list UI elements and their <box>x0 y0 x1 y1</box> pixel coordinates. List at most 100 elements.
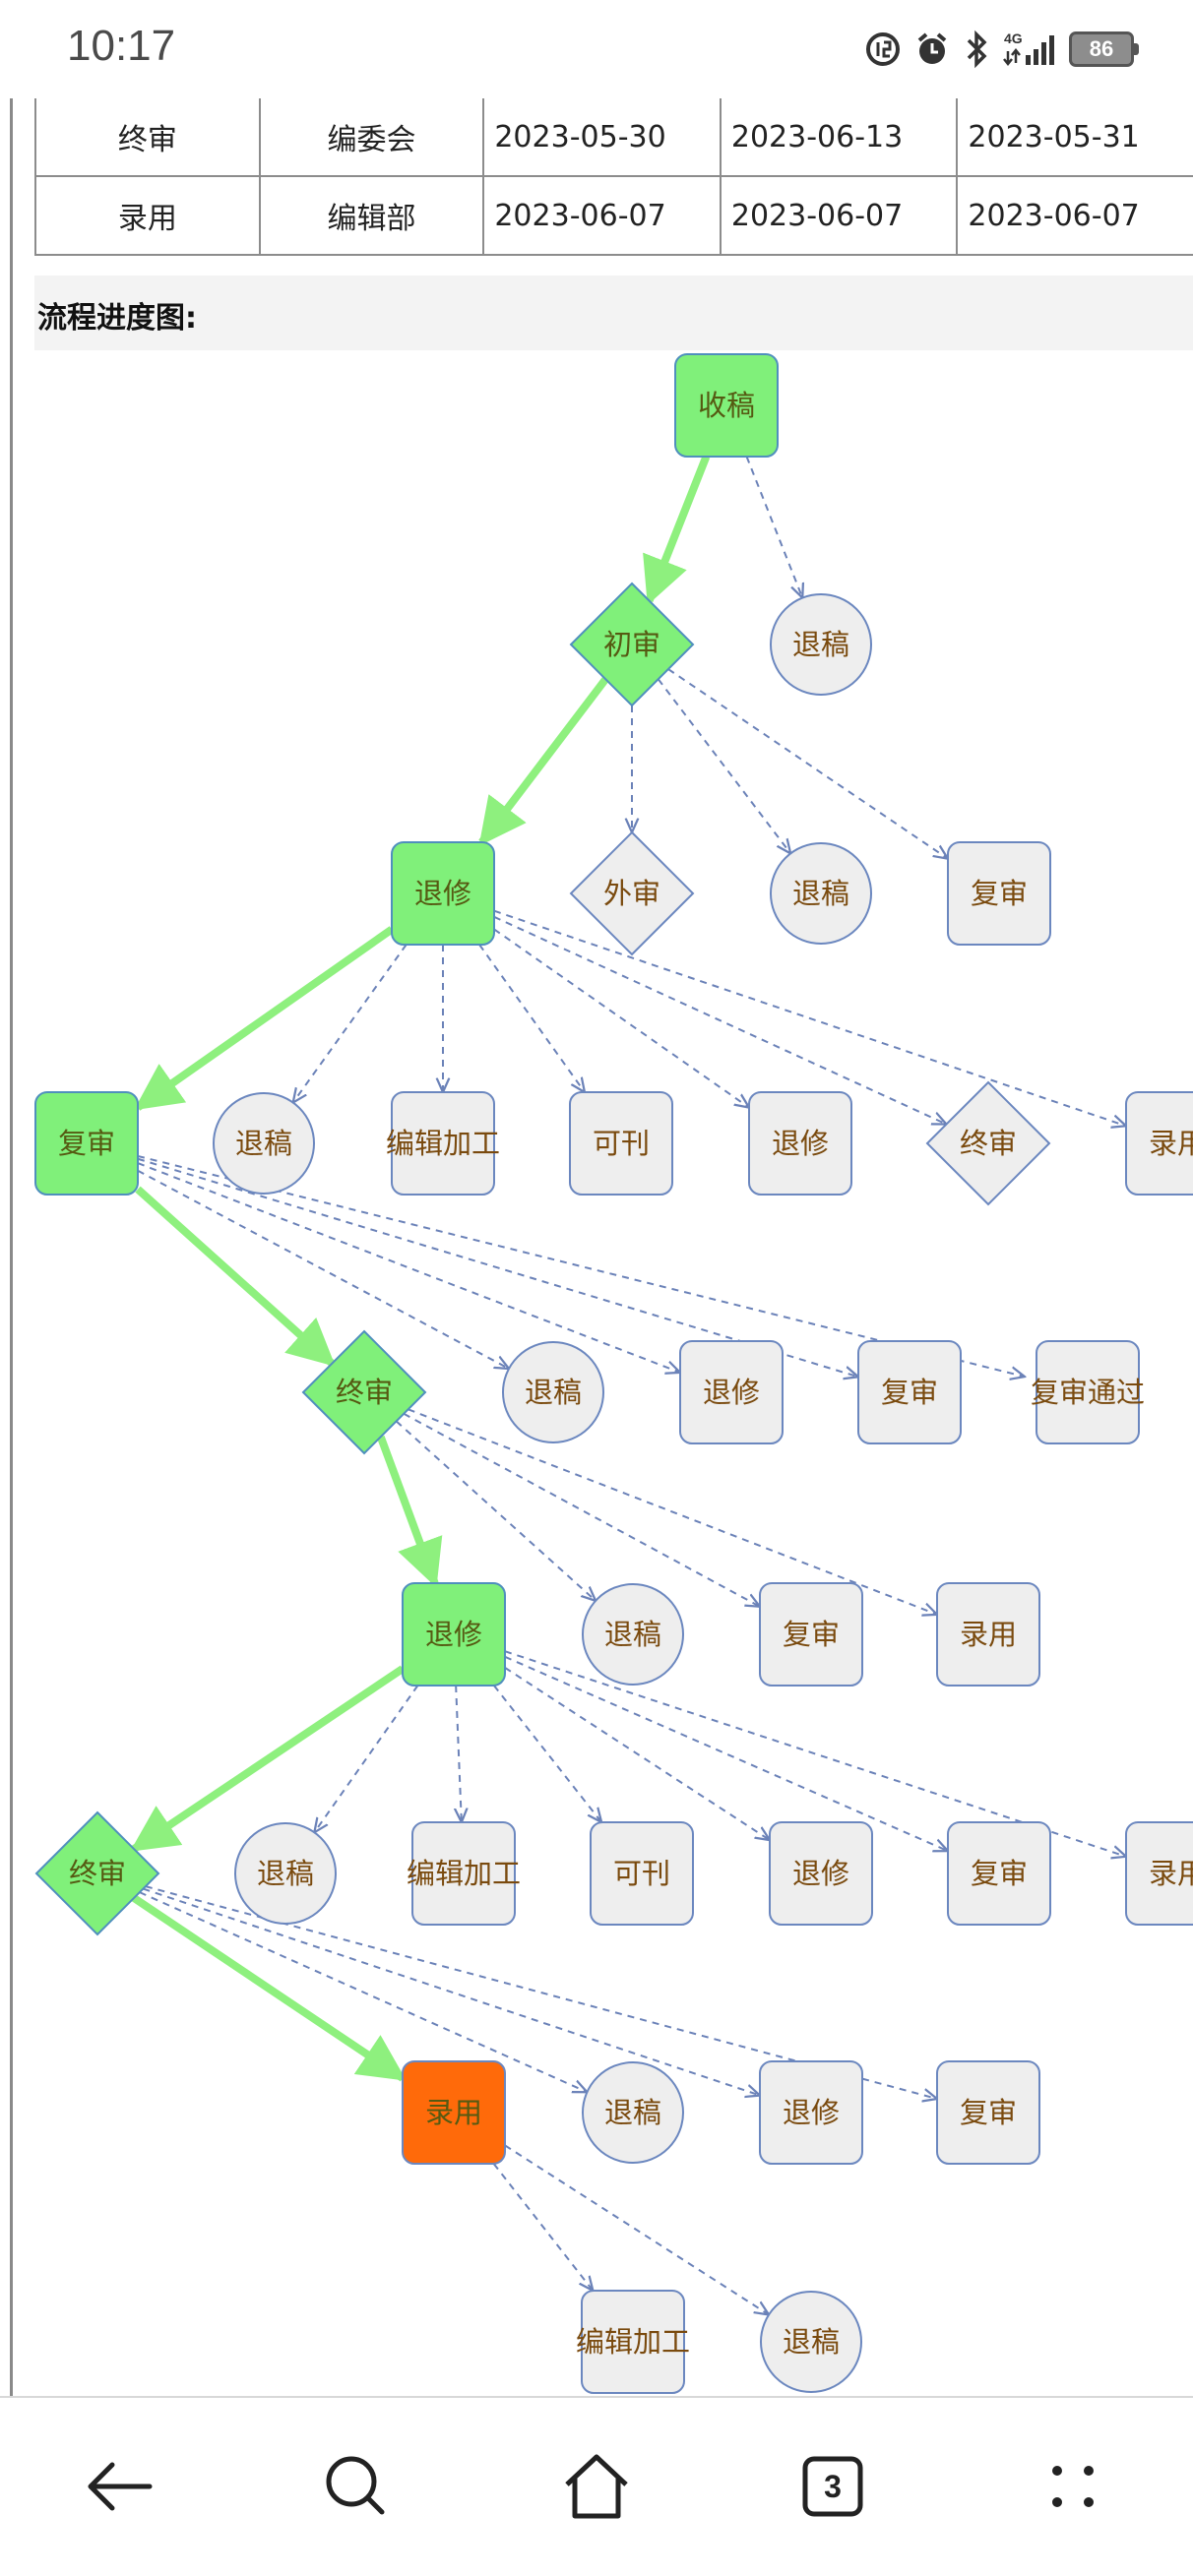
flow-node-label: 编辑加工 <box>576 2325 690 2359</box>
flow-path-edge <box>131 1894 407 2082</box>
flow-node-n8[interactable]: 复审 <box>34 1091 139 1196</box>
flow-node-n21[interactable]: 退稿 <box>582 1583 684 1686</box>
flow-node-shape <box>748 1091 852 1196</box>
table-row: 录用 编辑部 2023-06-07 2023-06-07 2023-06-07 <box>34 176 1193 256</box>
flow-node-label: 终审 <box>69 1857 126 1890</box>
data-saver-icon <box>866 32 900 66</box>
flow-node-n12[interactable]: 退修 <box>748 1091 852 1196</box>
flow-section-header: 流程进度图: <box>34 276 1193 350</box>
back-button[interactable] <box>69 2437 167 2536</box>
table-cell: 编委会 <box>258 98 484 177</box>
flow-node-label: 退稿 <box>792 628 849 661</box>
flow-node-shape <box>936 1582 1040 1687</box>
flow-node-n1[interactable]: 收稿 <box>674 353 779 458</box>
more-dots-icon <box>1052 2466 1094 2507</box>
flow-node-n22[interactable]: 复审 <box>759 1582 863 1687</box>
flow-node-shape <box>760 2291 862 2393</box>
flow-path-edge <box>135 1186 336 1367</box>
menu-button[interactable] <box>1024 2437 1122 2536</box>
flow-node-n14[interactable]: 录用 <box>1125 1091 1193 1196</box>
status-bar: 10:17 4G 86 <box>0 0 1193 98</box>
flow-node-n18[interactable]: 复审 <box>857 1340 962 1444</box>
flow-node-n23[interactable]: 录用 <box>936 1582 1040 1687</box>
flow-node-label: 复审 <box>960 2096 1017 2129</box>
flow-node-n20[interactable]: 退修 <box>402 1582 506 1687</box>
network-type-label: 4G <box>1004 31 1023 46</box>
flow-node-n13[interactable]: 终审 <box>925 1080 1051 1206</box>
flow-node-label: 复审通过 <box>1031 1376 1145 1409</box>
back-arrow-icon <box>88 2462 153 2511</box>
flow-node-label: 退稿 <box>792 877 849 910</box>
flow-node-label: 退稿 <box>783 2325 840 2359</box>
flow-node-n36[interactable]: 退稿 <box>760 2291 862 2393</box>
flow-option-edge <box>745 456 803 598</box>
flow-option-edge <box>456 1685 462 1822</box>
flow-node-shape <box>569 1091 673 1196</box>
flow-node-n4[interactable]: 退修 <box>391 841 495 946</box>
flow-node-label: 录用 <box>1149 1857 1193 1890</box>
flow-node-n25[interactable]: 退稿 <box>234 1822 337 1925</box>
table-row: 终审 编委会 2023-05-30 2023-06-13 2023-05-31 <box>34 98 1193 177</box>
flow-option-edge <box>493 915 946 1125</box>
flow-node-shape <box>582 2061 684 2164</box>
flow-node-shape <box>1125 1821 1193 1926</box>
flow-node-shape <box>581 2290 685 2394</box>
flow-node-label: 退稿 <box>235 1127 292 1160</box>
flow-option-edge <box>137 1169 509 1369</box>
flow-node-shape <box>925 1080 1051 1206</box>
flow-node-n16[interactable]: 退稿 <box>502 1341 604 1443</box>
flow-node-label: 录用 <box>425 2096 482 2129</box>
flow-node-label: 终审 <box>336 1376 393 1409</box>
flow-node-label: 可刊 <box>593 1127 650 1160</box>
table-cell: 录用 <box>34 176 260 256</box>
flow-node-n33[interactable]: 退修 <box>759 2060 863 2165</box>
flow-node-n35[interactable]: 编辑加工 <box>576 2290 690 2394</box>
table-cell: 编辑部 <box>258 176 484 256</box>
flow-option-edge <box>504 2144 769 2314</box>
flow-node-label: 退修 <box>414 877 471 910</box>
flow-node-shape <box>947 841 1051 946</box>
flow-node-n2[interactable]: 退稿 <box>770 593 872 696</box>
flow-node-n15[interactable]: 终审 <box>301 1329 427 1455</box>
flow-option-edge <box>139 1891 588 2092</box>
flow-node-n19[interactable]: 复审通过 <box>1031 1340 1145 1444</box>
flow-node-n31[interactable]: 录用 <box>402 2060 506 2165</box>
flow-node-shape <box>770 593 872 696</box>
flow-node-shape <box>301 1329 427 1455</box>
flow-option-edge <box>504 1667 770 1840</box>
flow-node-n5[interactable]: 外审 <box>569 830 695 956</box>
flow-node-n27[interactable]: 可刊 <box>590 1821 694 1926</box>
flow-node-n6[interactable]: 退稿 <box>770 842 872 945</box>
flow-node-shape <box>569 582 695 707</box>
flow-node-n34[interactable]: 复审 <box>936 2060 1040 2165</box>
flow-option-edge <box>314 1685 419 1832</box>
flow-path-edge <box>134 926 395 1111</box>
flow-node-n11[interactable]: 可刊 <box>569 1091 673 1196</box>
flow-node-n32[interactable]: 退稿 <box>582 2061 684 2164</box>
flow-node-n7[interactable]: 复审 <box>947 841 1051 946</box>
flow-option-edge <box>143 1887 760 2096</box>
flow-node-n28[interactable]: 退修 <box>769 1821 873 1926</box>
flow-path-edge <box>478 676 609 846</box>
flow-node-shape <box>1036 1340 1140 1444</box>
flow-node-shape <box>411 1821 516 1926</box>
flow-option-edge <box>657 678 790 853</box>
bluetooth-icon <box>967 30 987 69</box>
flow-node-n24[interactable]: 终审 <box>34 1810 160 1936</box>
page-content[interactable]: 终审 编委会 2023-05-30 2023-06-13 2023-05-31 … <box>0 98 1193 2396</box>
tab-count: 3 <box>824 2469 842 2504</box>
table-cell: 2023-06-07 <box>956 176 1193 256</box>
search-button[interactable] <box>307 2437 406 2536</box>
tabs-button[interactable]: 3 <box>784 2437 882 2536</box>
flow-node-n30[interactable]: 录用 <box>1125 1821 1193 1926</box>
flow-node-n29[interactable]: 复审 <box>947 1821 1051 1926</box>
flow-node-n10[interactable]: 编辑加工 <box>386 1091 500 1196</box>
flow-node-n17[interactable]: 退修 <box>679 1340 784 1444</box>
flow-node-shape <box>582 1583 684 1686</box>
home-button[interactable] <box>547 2437 646 2536</box>
flow-node-n9[interactable]: 退稿 <box>213 1092 315 1195</box>
flow-node-n3[interactable]: 初审 <box>569 582 695 707</box>
flow-node-n26[interactable]: 编辑加工 <box>407 1821 521 1926</box>
tabs-icon: 3 <box>802 2456 863 2517</box>
flow-node-label: 退修 <box>783 2096 840 2129</box>
